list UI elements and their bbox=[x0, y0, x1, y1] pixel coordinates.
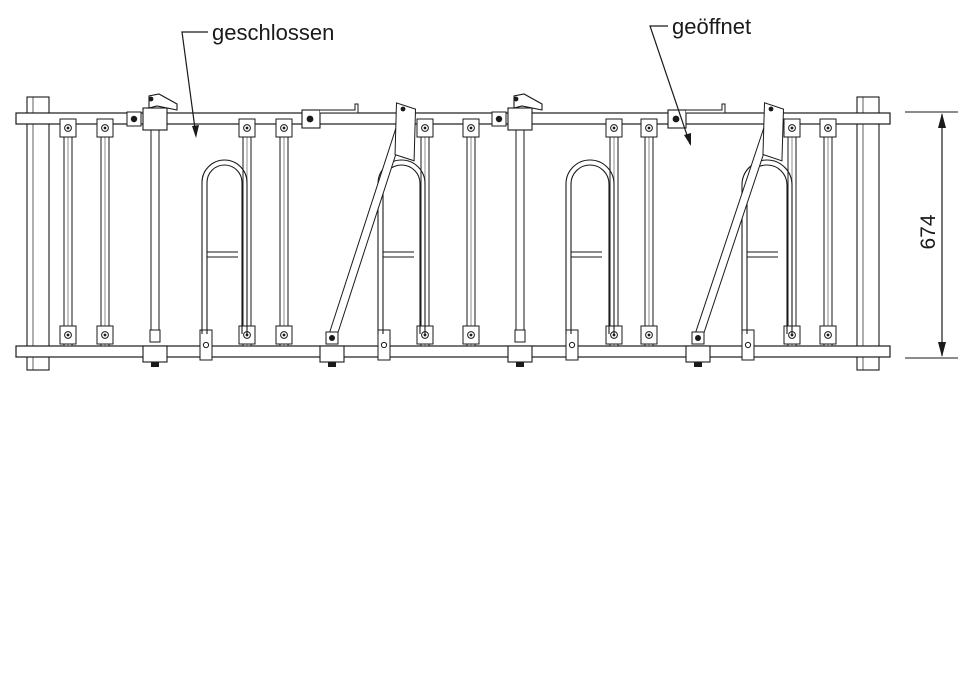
bow-foot-bolt bbox=[202, 341, 210, 349]
lock-bar bbox=[150, 127, 160, 335]
lock-bottom-block bbox=[142, 345, 168, 363]
head-bow bbox=[206, 164, 243, 334]
bar-bottom-clamp-bolt-center bbox=[245, 333, 249, 337]
lock-bottom-pivot bbox=[149, 329, 161, 343]
bow-foot-bolt bbox=[568, 341, 576, 349]
head-bow bbox=[565, 159, 615, 334]
lock-lever-pin bbox=[513, 96, 519, 102]
vertical-bars bbox=[59, 118, 837, 361]
swing-bars-open bbox=[319, 102, 784, 367]
swing-bar-pivot-bolt bbox=[695, 335, 701, 341]
open-lock-latch bbox=[686, 103, 726, 114]
swing-bar-top-pin bbox=[400, 106, 406, 112]
leader-closed bbox=[181, 31, 208, 137]
bar-bottom-clamp-bolt-center bbox=[103, 333, 107, 337]
lock-lever bbox=[513, 93, 543, 111]
bar-bottom-clamp-bolt-center bbox=[66, 333, 70, 337]
bar-top-clamp-bolt-center bbox=[647, 126, 651, 130]
head-bow bbox=[382, 164, 421, 334]
lock-bar bbox=[515, 127, 525, 335]
end-post bbox=[856, 96, 880, 371]
lock-bottom-pivot bbox=[514, 329, 526, 343]
leader-open bbox=[649, 25, 691, 145]
label-open: geöffnet bbox=[672, 14, 751, 39]
gate-frame bbox=[15, 96, 891, 371]
head-bow bbox=[377, 159, 426, 334]
head-bow bbox=[741, 159, 793, 334]
lock-assemblies bbox=[126, 93, 726, 367]
bar-bottom-clamp-bolt-center bbox=[469, 333, 473, 337]
head-bow bbox=[570, 164, 610, 334]
bar-bottom-clamp-bolt-center bbox=[826, 333, 830, 337]
bar-top-clamp-bolt-center bbox=[423, 126, 427, 130]
bar-bottom-clamp-bolt-center bbox=[647, 333, 651, 337]
open-lock-bolt bbox=[306, 115, 314, 123]
bar-top-clamp-bolt-center bbox=[66, 126, 70, 130]
bar-bottom-clamp-bolt-center bbox=[612, 333, 616, 337]
head-bow bbox=[746, 164, 788, 334]
bar-top-clamp-bolt-center bbox=[282, 126, 286, 130]
swing-bar-top-sleeve bbox=[394, 102, 417, 162]
swing-bottom-block bbox=[685, 345, 711, 363]
lock-side-bolt bbox=[495, 115, 503, 123]
bow-foot-bolt bbox=[380, 341, 388, 349]
head-bow bbox=[201, 159, 248, 334]
bar-top-clamp-bolt-center bbox=[612, 126, 616, 130]
swing-bar-pivot-bolt bbox=[329, 335, 335, 341]
open-lock-bolt bbox=[672, 115, 680, 123]
leader-open-arrowhead bbox=[684, 133, 691, 146]
lock-top-block bbox=[142, 107, 168, 131]
bar-top-clamp-bolt-center bbox=[826, 126, 830, 130]
lock-lever bbox=[148, 93, 178, 111]
leader-closed-arrowhead bbox=[192, 125, 199, 138]
lock-bottom-foot bbox=[151, 362, 159, 367]
bar-bottom-clamp-bolt-center bbox=[423, 333, 427, 337]
label-closed: geschlossen bbox=[212, 20, 334, 45]
top-rail bbox=[15, 112, 891, 125]
lock-bottom-block bbox=[507, 345, 533, 363]
lock-bottom-foot bbox=[516, 362, 524, 367]
bar-top-clamp-bolt-center bbox=[103, 126, 107, 130]
bar-top-clamp-bolt-center bbox=[790, 126, 794, 130]
end-post bbox=[26, 96, 50, 371]
bar-top-clamp-bolt-center bbox=[245, 126, 249, 130]
swing-bar-top-pin bbox=[768, 106, 774, 112]
swing-bottom-foot bbox=[328, 362, 336, 367]
swing-bar-top-sleeve bbox=[762, 102, 784, 162]
bow-foot-bolt bbox=[744, 341, 752, 349]
bar-bottom-clamp-bolt-center bbox=[282, 333, 286, 337]
head-bows bbox=[201, 159, 793, 334]
open-lock-latch bbox=[320, 103, 359, 114]
lock-side-bolt bbox=[130, 115, 138, 123]
bar-bottom-clamp-bolt-center bbox=[790, 333, 794, 337]
swing-bottom-block bbox=[319, 345, 345, 363]
lock-top-block bbox=[507, 107, 533, 131]
bar-top-clamp-bolt-center bbox=[469, 126, 473, 130]
lock-lever-pin bbox=[148, 96, 154, 102]
swing-bottom-foot bbox=[694, 362, 702, 367]
height-dimension: 674 bbox=[905, 111, 958, 359]
dimension-value: 674 bbox=[917, 214, 940, 249]
bottom-rail bbox=[15, 345, 891, 358]
